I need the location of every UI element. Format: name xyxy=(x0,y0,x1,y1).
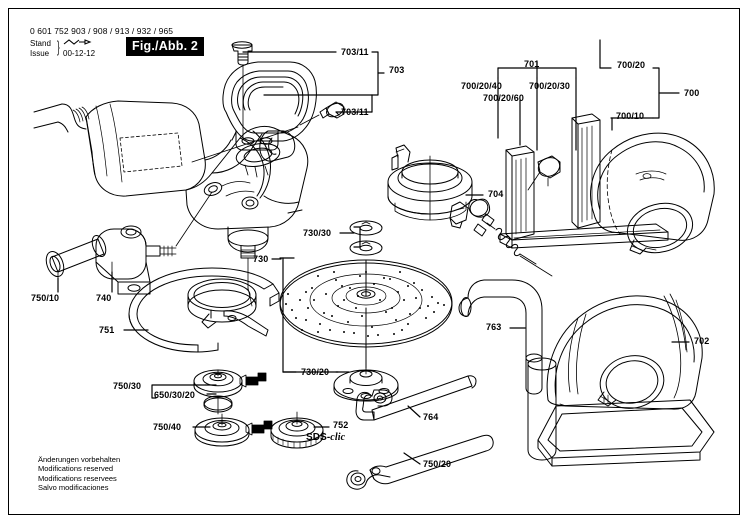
brace-glyph: } xyxy=(57,39,60,56)
callout-763[interactable]: 763 xyxy=(486,322,502,332)
callout-703-11-top[interactable]: 703/11 xyxy=(341,47,369,57)
callout-764[interactable]: 764 xyxy=(423,412,439,422)
callout-700-20[interactable]: 700/20 xyxy=(617,60,646,70)
callout-700-10[interactable]: 700/10 xyxy=(616,111,645,121)
callout-750-40[interactable]: 750/40 xyxy=(153,422,182,432)
issue-date: 00-12-12 xyxy=(63,49,96,58)
footer-line-es: Salvo modificaciones xyxy=(38,483,109,493)
diagram-footer: Änderungen vorbehalten Modifications res… xyxy=(38,455,120,493)
figure-number-badge: Fig./Abb. 2 xyxy=(126,37,205,56)
callout-704[interactable]: 704 xyxy=(488,189,504,199)
callout-701[interactable]: 701 xyxy=(524,59,540,69)
callout-703[interactable]: 703 xyxy=(389,65,405,75)
callout-750-20[interactable]: 750/20 xyxy=(423,459,452,469)
stand-label: Stand xyxy=(30,39,51,48)
callout-751[interactable]: 751 xyxy=(99,325,115,335)
callout-700-20-40[interactable]: 700/20/40 xyxy=(461,81,502,91)
callout-730[interactable]: 730 xyxy=(253,254,269,264)
issue-label: Issue xyxy=(30,48,50,58)
stand-issue-label: Stand Issue xyxy=(30,39,51,58)
callout-752[interactable]: 752 xyxy=(333,420,349,430)
callout-702[interactable]: 702 xyxy=(694,336,710,346)
callout-730-30[interactable]: 730/30 xyxy=(303,228,332,238)
sds-prefix: SDS- xyxy=(306,432,331,443)
footer-line-en: Modifications reserved xyxy=(38,464,114,474)
callout-700-20-60[interactable]: 700/20/60 xyxy=(483,93,524,103)
callout-sds-clic: SDS-clic xyxy=(306,432,345,443)
callout-700-20-30[interactable]: 700/20/30 xyxy=(529,81,570,91)
callout-750-30[interactable]: 750/30 xyxy=(113,381,142,391)
callout-703-11-bot[interactable]: 703/11 xyxy=(341,107,369,117)
clic-suffix: clic xyxy=(330,432,346,443)
callout-650-30-20[interactable]: 650/30/20 xyxy=(154,390,195,400)
callout-700[interactable]: 700 xyxy=(684,88,700,98)
signature-mark xyxy=(63,39,92,45)
callout-730-20[interactable]: 730/20 xyxy=(301,367,330,377)
part-number-list: 0 601 752 903 / 908 / 913 / 932 / 965 xyxy=(30,26,174,36)
page-border xyxy=(8,8,740,515)
diagram-header: 0 601 752 903 / 908 / 913 / 932 / 965 St… xyxy=(30,26,450,70)
footer-line-de: Änderungen vorbehalten xyxy=(38,455,121,464)
callout-740[interactable]: 740 xyxy=(96,293,112,303)
callout-750-10[interactable]: 750/10 xyxy=(31,293,60,303)
footer-line-fr: Modifications reservees xyxy=(38,473,117,483)
